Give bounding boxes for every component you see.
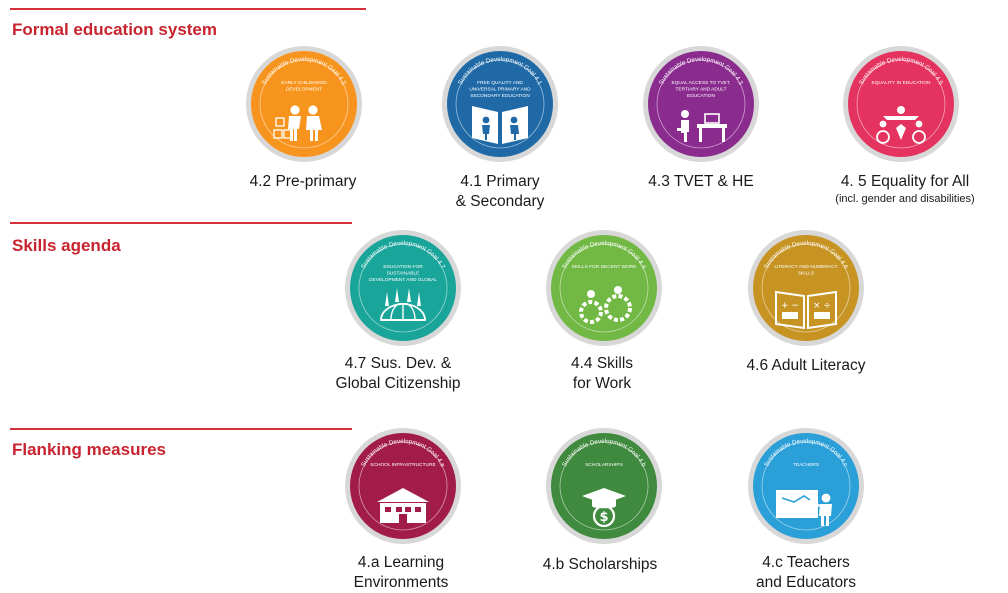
goal-caption-line: 4.6 Adult Literacy xyxy=(746,357,866,374)
goal-badge-svg: Sustainable Development Goal 4.3 EQUAL A… xyxy=(643,46,759,162)
section-title-flanking: Flanking measures xyxy=(12,440,167,459)
goal-badge-svg: Sustainable Development Goal 4.c TEACHER… xyxy=(748,428,864,544)
goal-caption-line: for Work xyxy=(572,375,632,392)
goal-caption-line: & Secondary xyxy=(455,193,545,210)
goal-caption-line: 4. 5 Equality for All xyxy=(840,173,970,190)
goal-badge-svg: Sustainable Development Goal 4.7 EDUCATI… xyxy=(345,230,461,346)
badge-disc xyxy=(350,235,456,341)
goal-badge-4-4: Sustainable Development Goal 4.4 SKILLS … xyxy=(544,228,664,348)
section-rule-flanking xyxy=(10,428,352,430)
globe-icon xyxy=(380,288,426,321)
school-icon xyxy=(377,488,429,523)
goal-caption-line: Environments xyxy=(353,574,449,591)
goal-badge-svg: Sustainable Development Goal 4.2 EARLY C… xyxy=(246,46,362,162)
desk-icon xyxy=(677,110,727,142)
section-rule-skills xyxy=(10,222,352,224)
goal-caption-line: Global Citizenship xyxy=(335,375,461,392)
goal-badge-4-6: Sustainable Development Goal 4.6 LITERAC… xyxy=(746,228,866,348)
badge-disc xyxy=(648,51,754,157)
goal-caption-4-4: 4.4 Skills for Work xyxy=(502,354,702,394)
book-icon xyxy=(472,106,528,144)
goal-caption-4-1: 4.1 Primary & Secondary xyxy=(400,172,600,212)
badge-inner-label: SCHOOL INFRASTRUCTURE xyxy=(370,462,435,468)
badge-disc xyxy=(848,51,954,157)
goal-caption-4-5: 4. 5 Equality for All (incl. gender and d… xyxy=(805,172,1005,206)
scholarship-icon: $ xyxy=(582,488,626,528)
badge-inner-label: SCHOLARSHIPS xyxy=(585,462,623,468)
badge-inner-label: SKILLS FOR DECENT WORK xyxy=(572,264,638,270)
goal-caption-line: 4.4 Skills xyxy=(570,355,634,372)
svg-text:× ÷: × ÷ xyxy=(813,301,831,311)
goal-caption-line: 4.3 TVET & HE xyxy=(648,173,754,190)
badge-disc xyxy=(350,433,456,539)
open-book-icon: + − × ÷ xyxy=(775,290,837,330)
svg-text:+ −: + − xyxy=(781,301,799,311)
badge-inner-label: TEACHERS xyxy=(793,462,819,468)
goal-badge-4-2: Sustainable Development Goal 4.2 EARLY C… xyxy=(244,44,364,164)
badge-disc xyxy=(551,235,657,341)
children-icon xyxy=(273,105,322,141)
goal-caption-4-6: 4.6 Adult Literacy xyxy=(706,356,906,376)
goal-caption-note: (incl. gender and disabilities) xyxy=(835,193,975,205)
goal-caption-line: 4.a Learning xyxy=(357,554,445,571)
goal-badge-4-a: Sustainable Development Goal 4.a SCHOOL … xyxy=(343,426,463,546)
badge-disc xyxy=(753,433,859,539)
goal-badge-svg: Sustainable Development Goal 4.6 LITERAC… xyxy=(748,230,864,346)
section-title-skills: Skills agenda xyxy=(12,236,121,255)
badge-disc xyxy=(551,433,657,539)
badge-disc xyxy=(447,51,553,157)
goal-badge-4-b: Sustainable Development Goal 4.b SCHOLAR… xyxy=(544,426,664,546)
goal-caption-line: 4.c Teachers xyxy=(762,554,850,571)
goal-caption-4-3: 4.3 TVET & HE xyxy=(601,172,801,192)
goal-caption-4-7: 4.7 Sus. Dev. & Global Citizenship xyxy=(298,354,498,394)
goal-caption-line: and Educators xyxy=(756,574,856,591)
section-title-formal: Formal education system xyxy=(12,20,218,39)
svg-text:$: $ xyxy=(599,510,608,525)
goal-badge-svg: Sustainable Development Goal 4.5 EQUALIT… xyxy=(843,46,959,162)
goal-caption-line: 4.2 Pre-primary xyxy=(249,173,357,190)
goal-badge-4-3: Sustainable Development Goal 4.3 EQUAL A… xyxy=(641,44,761,164)
goal-badge-4-c: Sustainable Development Goal 4.c TEACHER… xyxy=(746,426,866,546)
goal-badge-4-5: Sustainable Development Goal 4.5 EQUALIT… xyxy=(841,44,961,164)
goal-badge-svg: Sustainable Development Goal 4.b SCHOLAR… xyxy=(546,428,662,544)
goal-caption-line: 4.1 Primary xyxy=(460,173,540,190)
goal-badge-4-7: Sustainable Development Goal 4.7 EDUCATI… xyxy=(343,228,463,348)
goal-caption-line: 4.7 Sus. Dev. & xyxy=(344,355,452,372)
goal-caption-4-2: 4.2 Pre-primary xyxy=(203,172,403,192)
goal-caption-4-c: 4.c Teachers and Educators xyxy=(706,553,906,593)
goal-badge-4-1: Sustainable Development Goal 4.1 FREE QU… xyxy=(440,44,560,164)
equality-icon xyxy=(876,106,926,144)
goal-caption-line: 4.b Scholarships xyxy=(542,556,658,573)
goal-badge-svg: Sustainable Development Goal 4.a SCHOOL … xyxy=(345,428,461,544)
teacher-icon xyxy=(776,490,832,526)
badge-disc xyxy=(251,51,357,157)
badge-inner-label: EQUALITY IN EDUCATION xyxy=(872,80,932,86)
badge-disc xyxy=(753,235,859,341)
goal-badge-svg: Sustainable Development Goal 4.1 FREE QU… xyxy=(442,46,558,162)
gears-icon xyxy=(579,286,632,324)
goal-badge-svg: Sustainable Development Goal 4.4 SKILLS … xyxy=(546,230,662,346)
goal-caption-4-b: 4.b Scholarships xyxy=(500,555,700,575)
section-rule-formal xyxy=(10,8,366,10)
